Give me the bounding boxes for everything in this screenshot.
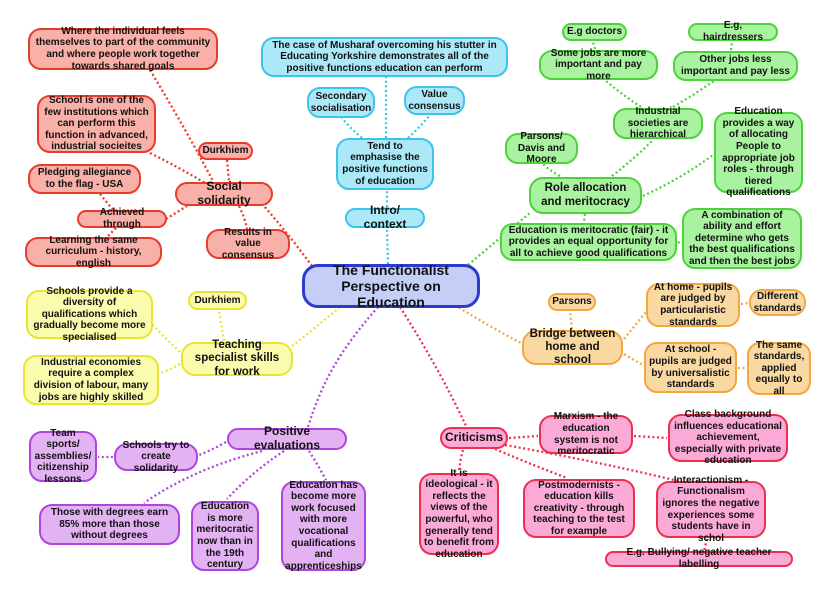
node-positive-hub[interactable]: Positive evaluations (227, 424, 347, 452)
edge-social-durkhiem (225, 159, 231, 182)
node-criticisms-marxism[interactable]: Marxism - the education system is not me… (539, 411, 633, 457)
edge-social-community (149, 69, 215, 182)
node-positive-degrees-85[interactable]: Those with degrees earn 85% more than th… (39, 504, 180, 545)
edge-interactionism-bullying (702, 538, 709, 552)
node-criticisms-postmodernists[interactable]: Postmodernists - education kills creativ… (523, 479, 635, 538)
node-social-results-value-consensus[interactable]: Results in value consensus (206, 227, 290, 261)
edge-tend-secondary (341, 117, 363, 139)
node-social-school-function[interactable]: School is one of the few institutions wh… (37, 95, 156, 153)
edge-role-allocating (642, 154, 714, 198)
node-social-hub[interactable]: Social solidarity (175, 179, 273, 207)
edge-positive-meritocratic (226, 450, 285, 500)
edge-role-hierarchy (611, 140, 653, 177)
edge-skills-diversity (151, 323, 181, 353)
node-skills-durkhiem[interactable]: Durkhiem (188, 291, 247, 310)
edge-bridge-atschool (623, 353, 644, 367)
node-role-hub[interactable]: Role allocation and meritocracy (529, 177, 642, 214)
edge-criticisms-marxism (508, 434, 539, 440)
edge-criticisms-interactionism (504, 443, 679, 483)
edge-hierarchy-otherjobs (672, 80, 715, 108)
edge-center-role (467, 211, 532, 266)
edge-bridge-parsons (568, 311, 574, 330)
edge-role-meritocratic (582, 213, 587, 223)
node-bridge-different-standards[interactable]: Different standards (749, 289, 806, 316)
edge-meritocratic-combination (677, 240, 682, 244)
node-social-pledging-allegiance[interactable]: Pledging allegiance to the flag - USA (28, 164, 141, 194)
node-criticisms-hub[interactable]: Criticisms (440, 427, 508, 449)
node-intro-musharaf[interactable]: The case of Musharaf overcoming his stut… (261, 37, 508, 77)
edge-pledging-achieved (99, 193, 114, 211)
node-social-durkhiem[interactable]: Durkhiem (198, 142, 253, 160)
node-bridge-at-school[interactable]: At school - pupils are judged by univers… (644, 342, 737, 393)
edge-social-results (237, 205, 249, 230)
edge-center-skills (290, 306, 341, 348)
edge-athome-different (740, 301, 749, 306)
edge-criticisms-postmodernists (494, 447, 568, 480)
node-role-some-jobs[interactable]: Some jobs are more important and pay mor… (539, 48, 658, 82)
edge-criticisms-ideological (457, 449, 465, 473)
node-intro-value-consensus[interactable]: Value consensus (404, 86, 465, 115)
node-social-community[interactable]: Where the individual feels themselves to… (28, 26, 218, 72)
edge-center-criticisms (399, 306, 468, 427)
edge-somejobs-doctors (591, 41, 597, 50)
edge-hierarchy-somejobs (605, 80, 642, 108)
node-intro-secondary-socialisation[interactable]: Secondary socialisation (307, 87, 375, 118)
edge-achieved-learning (106, 227, 117, 238)
edge-tend-value (407, 114, 431, 139)
edge-center-positive (306, 306, 379, 428)
node-criticisms-bullying[interactable]: E.g. Bullying/ negative teacher labellin… (605, 547, 793, 570)
node-intro-tend-to-emphasise[interactable]: Tend to emphasise the positive functions… (336, 138, 434, 190)
node-bridge-same-standards[interactable]: The same standards, applied equally to a… (747, 340, 811, 397)
edge-social-school (149, 151, 206, 184)
node-positive-team-sports[interactable]: Team sports/ assemblies/ citizenship les… (29, 428, 97, 485)
node-role-other-jobs[interactable]: Other jobs less important and pay less (673, 51, 798, 81)
edge-marxism-class (633, 434, 668, 440)
node-social-achieved-through[interactable]: Achieved through (77, 207, 167, 230)
edge-center-bridge (454, 304, 522, 345)
edge-skills-durkhiem (217, 310, 226, 342)
node-skills-diversity-qualifications[interactable]: Schools provide a diversity of qualifica… (26, 286, 153, 343)
edge-skills-industrial (159, 363, 181, 375)
edge-positive-degrees (143, 449, 263, 504)
edge-bridge-athome (623, 310, 648, 340)
node-bridge-hub[interactable]: Bridge between home and school (522, 328, 623, 366)
node-center-topic[interactable]: The Functionalist Perspective on Educati… (302, 262, 480, 310)
edge-achieved-social (165, 205, 188, 220)
node-intro-hub[interactable]: Intro/ context (345, 203, 425, 231)
node-skills-industrial-economies[interactable]: Industrial economies require a complex d… (23, 355, 159, 405)
node-positive-more-meritocratic[interactable]: Education is more meritocratic now than … (191, 501, 259, 571)
node-role-education-allocating[interactable]: Education provides a way of allocating P… (714, 106, 803, 198)
node-criticisms-ideological[interactable]: It is ideological - it reflects the view… (419, 468, 499, 560)
node-role-industrial-hierarchical[interactable]: Industrial societies are hierarchical (613, 106, 703, 140)
node-bridge-parsons[interactable]: Parsons (548, 293, 596, 311)
node-positive-create-solidarity[interactable]: Schools try to create solidarity (114, 440, 198, 474)
edge-positive-solidarity (198, 441, 227, 457)
node-social-learning-curriculum[interactable]: Learning the same curriculum - history, … (25, 235, 162, 269)
edge-positive-vocational (308, 450, 328, 481)
node-role-ability-effort[interactable]: A combination of ability and effort dete… (682, 208, 802, 269)
node-criticisms-class-background[interactable]: Class background influences educational … (668, 409, 788, 466)
edge-otherjobs-hairdressers (729, 41, 734, 51)
node-role-hairdressers[interactable]: E.g, hairdressers (688, 20, 778, 43)
edge-center-intro (385, 227, 390, 265)
node-role-parsons-davis-moore[interactable]: Parsons/ Davis and Moore (505, 131, 578, 165)
edge-role-parsonsdavis (542, 163, 561, 178)
node-positive-work-focused[interactable]: Education has become more work focused w… (281, 480, 366, 572)
node-criticisms-interactionism[interactable]: Interactionism - Functionalism ignores t… (656, 475, 766, 544)
node-role-education-meritocratic[interactable]: Education is meritocratic (fair) - it pr… (500, 223, 677, 261)
node-skills-hub[interactable]: Teaching specialist skills for work (181, 339, 293, 378)
node-role-doctors[interactable]: E.g doctors (562, 23, 627, 41)
node-bridge-at-home[interactable]: At home - pupils are judged by particula… (646, 282, 740, 328)
